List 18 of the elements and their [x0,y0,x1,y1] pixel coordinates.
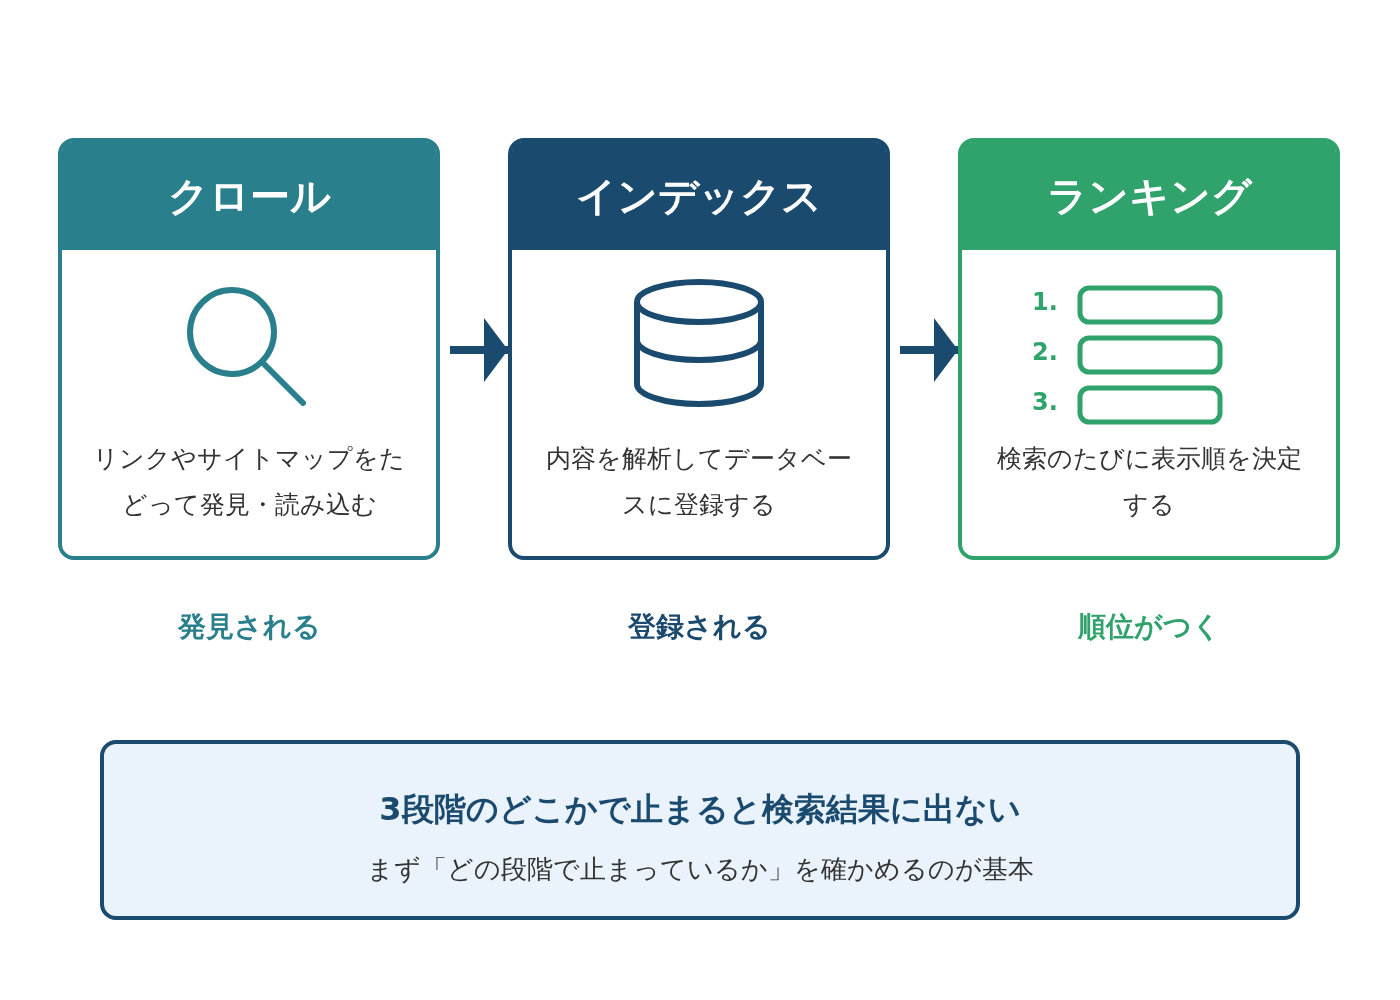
step-header: クロール [62,142,436,250]
step-header: インデックス [512,142,886,250]
summary-text: まず「どの段階で止まっているか」を確かめるのが基本 [365,853,1035,886]
outcome-label: 順位がつく [1076,609,1222,645]
outcome-label: 発見される [176,609,322,645]
step-description: リンクやサイトマップをたどって発見・読み込む [92,443,406,521]
rank-number: 3. [1032,388,1058,416]
step-card [58,138,440,560]
rank-number: 2. [1032,338,1058,366]
summary-heading: 3段階のどこかで止まると検索結果に出ない [378,789,1022,830]
outcome-label: 登録される [626,609,772,645]
step-card [508,138,890,560]
step-description: 内容を解析してデータベースに登録する [545,443,853,521]
rank-number: 1. [1032,288,1058,316]
step-header: ランキング [962,142,1336,250]
step-card [958,138,1340,560]
step-description: 検索のたびに表示順を決定する [995,443,1303,521]
summary-box [100,740,1300,920]
